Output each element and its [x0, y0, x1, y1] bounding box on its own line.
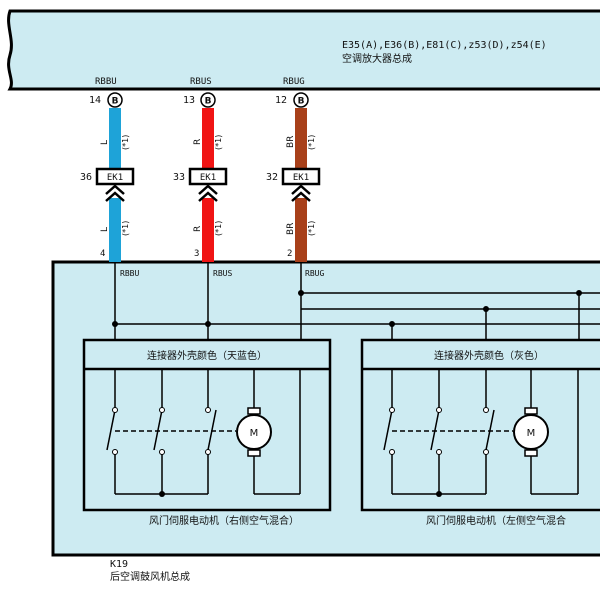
wire-rbus-color-code-lower: R — [193, 226, 203, 232]
motor-right-box — [82, 338, 332, 512]
wire-rbbu-junction-box — [95, 167, 135, 186]
wire-rbus-chevron — [198, 184, 218, 202]
wire-rbus: RBUS 13 B R (*1) EK1 33 R (*1) 3 RBUS — [173, 77, 232, 278]
motor-right-connector-color: 连接器外壳颜色（天蓝色） — [147, 349, 267, 362]
wire-rbug-color-code: BR — [286, 136, 296, 148]
motor-left-name: 风门伺服电动机（左侧空气混合 — [426, 514, 566, 527]
wire-rbus-bottom-signal: RBUS — [213, 269, 232, 278]
wire-rbbu-top-conn-letter: B — [112, 97, 119, 107]
wire-rbus-top-pin: 13 — [183, 95, 195, 106]
wire-rbbu-junction-pin: 36 — [80, 172, 92, 183]
wire-rbbu-lower — [109, 198, 121, 262]
wire-rbus-junction-pin: 33 — [173, 172, 185, 183]
bottom-unit-name: 后空调鼓风机总成 — [110, 570, 190, 583]
wire-rbug-top-pin: 12 — [275, 95, 287, 106]
bus-junction-dots — [112, 290, 582, 327]
wire-rbbu-signal: RBBU — [95, 77, 117, 87]
motor-right-symbol — [236, 414, 272, 450]
wire-rbbu: RBBU 14 B L (*1) EK1 36 L (*1) 4 RBBU — [80, 77, 139, 278]
top-unit-connectors: E35(A),E36(B),E81(C),z53(D),z54(E) — [342, 40, 547, 51]
wire-rbus-signal: RBUS — [190, 77, 212, 87]
motor-left-box — [360, 338, 600, 512]
wire-rbug-bottom-pin: 2 — [287, 249, 292, 259]
wire-rbug-chevron — [291, 184, 311, 202]
wire-rbug-upper — [295, 108, 307, 170]
motor-right-symbol-label: M — [250, 428, 259, 439]
wire-rbbu-bottom-signal: RBBU — [120, 269, 139, 278]
wire-rbus-note: (*1) — [214, 135, 223, 150]
wire-rbus-bottom-pin: 3 — [194, 249, 199, 259]
wire-rbug-color-code-lower: BR — [286, 223, 296, 235]
wire-rbus-color-code: R — [193, 139, 203, 145]
wire-rbbu-color-code: L — [100, 140, 110, 145]
wire-rbug-note-lower: (*1) — [307, 221, 316, 236]
wire-rbbu-note: (*1) — [121, 135, 130, 150]
wire-rbug-junction-box — [281, 167, 321, 186]
wire-rbus-note-lower: (*1) — [214, 221, 223, 236]
wire-rbug: RBUG 12 B BR (*1) EK1 32 BR (*1) 2 RBUG — [266, 77, 324, 278]
wire-rbbu-bottom-pin: 4 — [100, 249, 105, 259]
wire-rbus-lower — [202, 198, 214, 262]
wire-rbug-top-conn-letter: B — [298, 97, 305, 107]
wire-rbug-signal: RBUG — [283, 77, 305, 87]
wire-rbus-top-connector — [200, 92, 216, 108]
wire-rbbu-top-pin: 14 — [89, 95, 101, 106]
wire-rbus-upper — [202, 108, 214, 170]
wire-rbbu-top-connector — [107, 92, 123, 108]
wire-rbbu-junction: EK1 — [107, 173, 123, 183]
wire-rbbu-note-lower: (*1) — [121, 221, 130, 236]
wire-rbug-top-connector — [293, 92, 309, 108]
wire-rbbu-chevron — [105, 184, 125, 202]
motor-left-symbol — [513, 414, 549, 450]
top-unit-box — [7, 9, 600, 91]
wire-rbus-top-conn-letter: B — [205, 97, 212, 107]
wire-rbug-junction-pin: 32 — [266, 172, 278, 183]
top-unit-name: 空调放大器总成 — [342, 52, 412, 65]
motor-left: 连接器外壳颜色（灰色） M 风门伺服电 — [360, 338, 600, 527]
wire-rbug-junction: EK1 — [293, 173, 309, 183]
wire-rbug-bottom-signal: RBUG — [305, 269, 324, 278]
motor-left-symbol-label: M — [527, 428, 536, 439]
motor-left-connector-color: 连接器外壳颜色（灰色） — [434, 349, 544, 362]
wire-rbug-lower — [295, 198, 307, 262]
wire-rbbu-upper — [109, 108, 121, 170]
wire-rbbu-color-code-lower: L — [100, 227, 110, 232]
bottom-unit-code: K19 — [110, 559, 128, 570]
motor-right-name: 风门伺服电动机（右侧空气混合） — [149, 514, 299, 527]
wire-rbus-junction-box — [188, 167, 228, 186]
motor-right: 连接器外壳颜色（天蓝色） M 风门伺服 — [82, 338, 332, 527]
wire-rbus-junction: EK1 — [200, 173, 216, 183]
wire-rbug-note: (*1) — [307, 135, 316, 150]
